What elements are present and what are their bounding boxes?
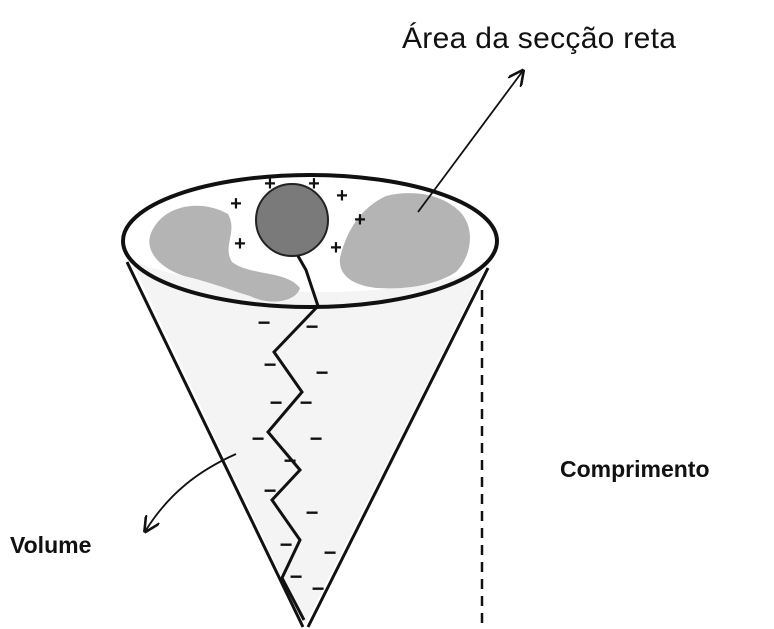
cross-section-area-label: Área da secção reta	[402, 22, 676, 56]
negative-charge: −	[312, 576, 325, 601]
positive-charge: +	[234, 233, 246, 255]
positive-charge: +	[330, 237, 342, 259]
negative-charge: −	[280, 532, 293, 557]
negative-charge: −	[316, 360, 329, 385]
negative-charge: −	[258, 310, 271, 335]
negative-charge: −	[270, 390, 283, 415]
positive-charge: +	[308, 173, 320, 195]
positive-charge: +	[264, 173, 276, 195]
length-label: Comprimento	[560, 456, 710, 483]
volume-pointer-arrow	[146, 454, 236, 530]
negative-charge: −	[252, 426, 265, 451]
positive-charge: +	[336, 185, 348, 207]
negative-charge: −	[306, 314, 319, 339]
negative-charge: −	[264, 478, 277, 503]
area-pointer-arrow	[418, 72, 522, 212]
cross-section-shaded-right	[340, 193, 470, 288]
negative-charge: −	[284, 448, 297, 473]
negative-charge: −	[290, 564, 303, 589]
negative-charge: −	[324, 540, 337, 565]
positive-charge: +	[230, 193, 242, 215]
negative-charge: −	[310, 426, 323, 451]
negative-charge: −	[300, 390, 313, 415]
positive-charge: +	[354, 209, 366, 231]
negative-charge: −	[306, 500, 319, 525]
negative-charge: −	[264, 352, 277, 377]
volume-label: Volume	[10, 532, 91, 559]
